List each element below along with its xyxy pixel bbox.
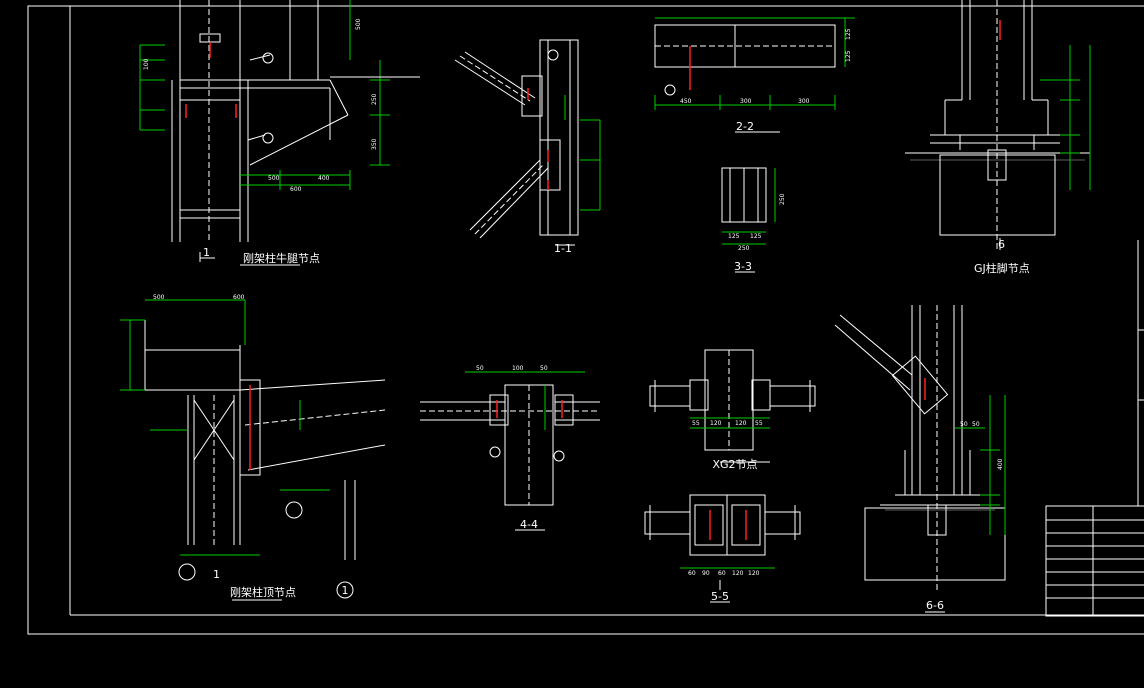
title-ridge-node: 刚架柱顶节点 (230, 585, 296, 599)
circle-marker-5 (178, 563, 196, 581)
dim-ridge-2: 600 (233, 294, 245, 301)
dim-eave-1: 500 (355, 18, 362, 30)
title-section-6-6: 6-6 (926, 599, 944, 612)
dim-22-2: 125 (845, 50, 852, 62)
dim-xg-4: 55 (755, 420, 763, 427)
dim-eave-4: 500 (268, 175, 280, 182)
title-gj-base: GJ柱脚节点 (974, 261, 1030, 275)
detail-section-2-2: 125 125 450 300 300 2-2 (654, 17, 855, 133)
dim-22-4: 300 (740, 98, 752, 105)
marker-gj-base: 6 (998, 238, 1005, 251)
dim-33-4: 250 (779, 193, 786, 205)
title-section-4-4: 4-4 (520, 518, 538, 531)
dim-33-1: 125 (728, 233, 740, 240)
dim-55-3: 60 (718, 570, 726, 577)
title-xg2-node: XG2节点 (712, 458, 757, 471)
circle-marker-4 (664, 84, 676, 96)
dim-55-2: 90 (702, 570, 710, 577)
dim-55-1: 60 (688, 570, 696, 577)
dim-xg-1: 55 (692, 420, 700, 427)
title-section-1-1: 1-1 (554, 242, 572, 255)
dim-xg-3: 120 (735, 420, 747, 427)
detail-eave-node: 500 250 350 500 400 100 600 刚架柱牛腿节点 1 (139, 0, 420, 266)
dim-xg-2: 120 (710, 420, 722, 427)
drawing-frame (27, 5, 1144, 635)
detail-section-6-6: 50 50 400 6-6 (834, 305, 1006, 613)
dim-eave-3: 350 (371, 138, 378, 150)
dim-eave-7: 600 (290, 186, 302, 193)
circle-marker-9 (553, 450, 565, 462)
marker-eave-node: 1 (203, 246, 210, 259)
circle-marker-7 (336, 581, 354, 599)
dim-44-2: 100 (512, 365, 524, 372)
dim-eave-2: 250 (371, 93, 378, 105)
circle-marker-2 (262, 132, 274, 144)
title-block (1045, 240, 1144, 617)
detail-section-1-1: 1-1 (454, 39, 601, 255)
dim-44-3: 50 (540, 365, 548, 372)
dim-55-5: 120 (748, 570, 760, 577)
dim-33-3: 250 (738, 245, 750, 252)
title-eave-node: 刚架柱牛腿节点 (243, 251, 320, 265)
dim-66-1: 400 (997, 458, 1004, 470)
dim-33-2: 125 (750, 233, 762, 240)
dim-55-4: 120 (732, 570, 744, 577)
detail-section-3-3: 125 125 250 250 3-3 (721, 167, 786, 273)
dim-66-2: 50 (960, 421, 968, 428)
dim-22-1: 125 (845, 28, 852, 40)
title-section-3-3: 3-3 (734, 260, 752, 273)
title-section-5-5: 5-5 (711, 590, 729, 603)
circle-marker-3 (547, 49, 559, 61)
title-section-2-2: 2-2 (736, 120, 754, 133)
circle-marker-8 (489, 446, 501, 458)
dim-22-3: 450 (680, 98, 692, 105)
dim-ridge-1: 500 (153, 294, 165, 301)
dim-eave-5: 400 (318, 175, 330, 182)
dim-eave-6: 100 (143, 58, 150, 70)
circle-marker-7-label: 1 (342, 584, 349, 597)
detail-section-4-4: 50 100 50 4-4 (420, 365, 600, 531)
circle-marker-6 (285, 501, 303, 519)
dim-22-5: 300 (798, 98, 810, 105)
circle-marker-1 (262, 52, 274, 64)
detail-section-5-5: 60 90 60 120 120 5-5 (644, 494, 801, 603)
dim-44-1: 50 (476, 365, 484, 372)
dim-66-3: 50 (972, 421, 980, 428)
detail-ridge-node: 500 600 刚架柱顶节点 1 1 (120, 294, 386, 601)
detail-gj-base: GJ柱脚节点 6 (905, 0, 1091, 275)
marker-ridge-node: 1 (213, 568, 220, 581)
detail-xg2-node: 55 120 120 55 XG2节点 (649, 349, 816, 471)
